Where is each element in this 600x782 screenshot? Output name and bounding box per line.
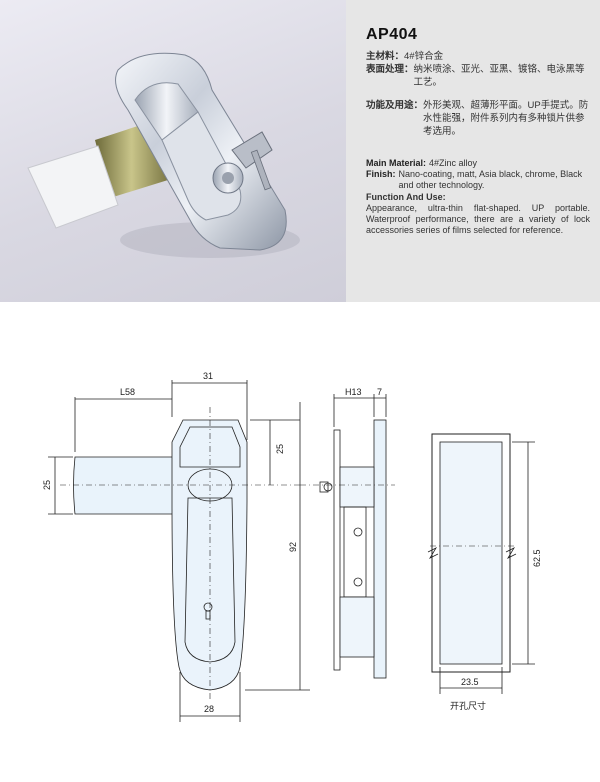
cn-finish-label: 表面处理： [366,64,414,75]
dim-92: 92 [288,542,298,552]
en-finish-value: Nano-coating, matt, Asia black, chrome, … [398,169,583,190]
key [231,131,273,169]
spec-panel: AP404 主材料： 4#锌合金 表面处理： 纳米喷涂、亚光、亚黑、镀铬、电泳黑… [346,0,600,302]
cn-material-value: 4#锌合金 [404,51,444,62]
dim-7: 7 [377,387,382,397]
dim-25-top: 25 [275,444,285,454]
en-material-value: 4#Zinc alloy [429,158,478,168]
front-view [48,380,310,722]
product-photo [0,0,346,302]
cutout-caption: 开孔尺寸 [450,700,486,711]
lock-tongue [27,145,119,229]
dim-28: 28 [204,704,214,714]
dim-h13: H13 [345,387,362,397]
side-view [300,394,395,679]
cn-finish-row: 表面处理： 纳米喷涂、亚光、亚黑、镀铬、电泳黑等工艺。 [366,63,590,89]
en-use-label: Function And Use: [366,192,446,202]
cn-finish-value: 纳米喷涂、亚光、亚黑、镀铬、电泳黑等工艺。 [413,64,585,88]
en-material-label: Main Material: [366,158,427,168]
en-material-row: Main Material: 4#Zinc alloy [366,158,590,169]
cutout-view [427,433,535,694]
dim-25-left: 25 [42,480,52,490]
dim-31: 31 [203,371,213,381]
en-spec-block: Main Material: 4#Zinc alloy Finish: Nano… [366,158,590,236]
cn-use-label: 功能及用途： [366,100,424,111]
cn-material-row: 主材料： 4#锌合金 [366,50,590,63]
cn-use-row: 功能及用途： 外形美观、超薄形平面。UP手提式。防水性能强，附件系列内有多种锁片… [366,99,590,138]
technical-drawing: L58 31 25 25 92 28 H13 7 [0,302,600,782]
en-use-value: Appearance, ultra-thin flat-shaped. UP p… [366,203,590,235]
dim-23-5: 23.5 [461,677,479,687]
cn-material-label: 主材料： [366,51,405,62]
model-number: AP404 [366,26,418,43]
en-finish-label: Finish: [366,169,396,179]
en-finish-row: Finish: Nano-coating, matt, Asia black, … [366,169,590,191]
cn-use-value: 外形美观、超薄形平面。UP手提式。防水性能强，附件系列内有多种锁片供参考选用。 [423,100,589,137]
handle-lock-photo [27,52,300,258]
dim-62-5: 62.5 [532,549,542,567]
dim-l58: L58 [120,387,135,397]
